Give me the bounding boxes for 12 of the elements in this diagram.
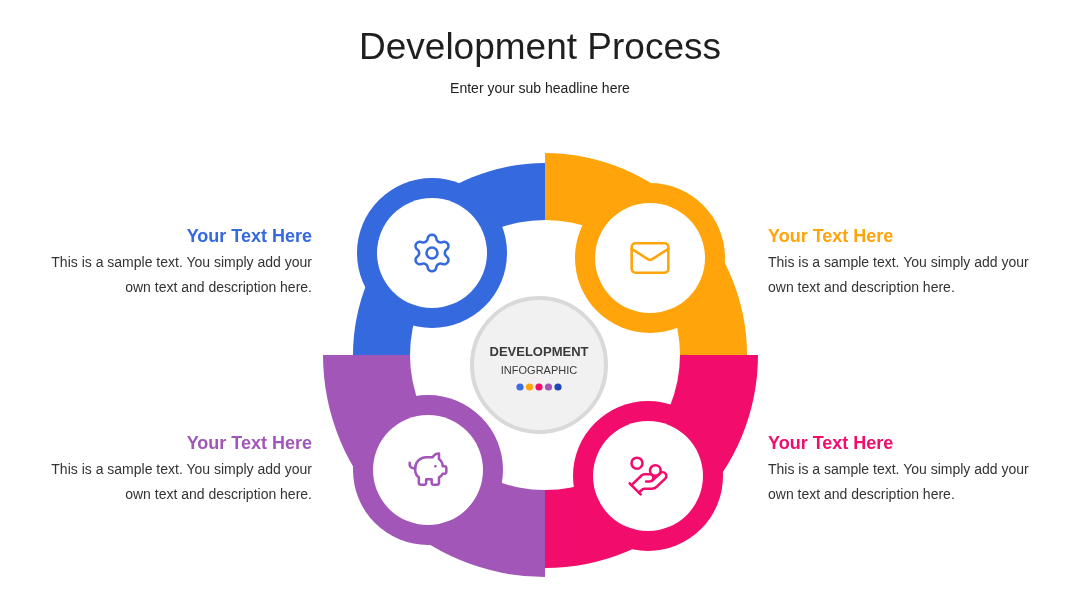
step-heading: Your Text Here xyxy=(186,432,312,455)
sub-headline: Enter your sub headline here xyxy=(450,79,630,97)
page-title: Development Process xyxy=(359,25,721,69)
step-description: This is a sample text. You simply add your own text and description here. xyxy=(50,460,312,504)
step-heading: Your Text Here xyxy=(768,432,894,455)
step-heading: Your Text Here xyxy=(186,225,312,248)
center-title: DEVELOPMENT xyxy=(489,343,589,360)
step-description: This is a sample text. You simply add your own text and description here. xyxy=(50,253,312,297)
step-description: This is a sample text. You simply add your own text and description here. xyxy=(768,460,1030,504)
step-heading: Your Text Here xyxy=(768,225,894,248)
center-subtitle: INFOGRAPHIC xyxy=(500,362,578,377)
step-description: This is a sample text. You simply add your own text and description here. xyxy=(768,253,1030,297)
